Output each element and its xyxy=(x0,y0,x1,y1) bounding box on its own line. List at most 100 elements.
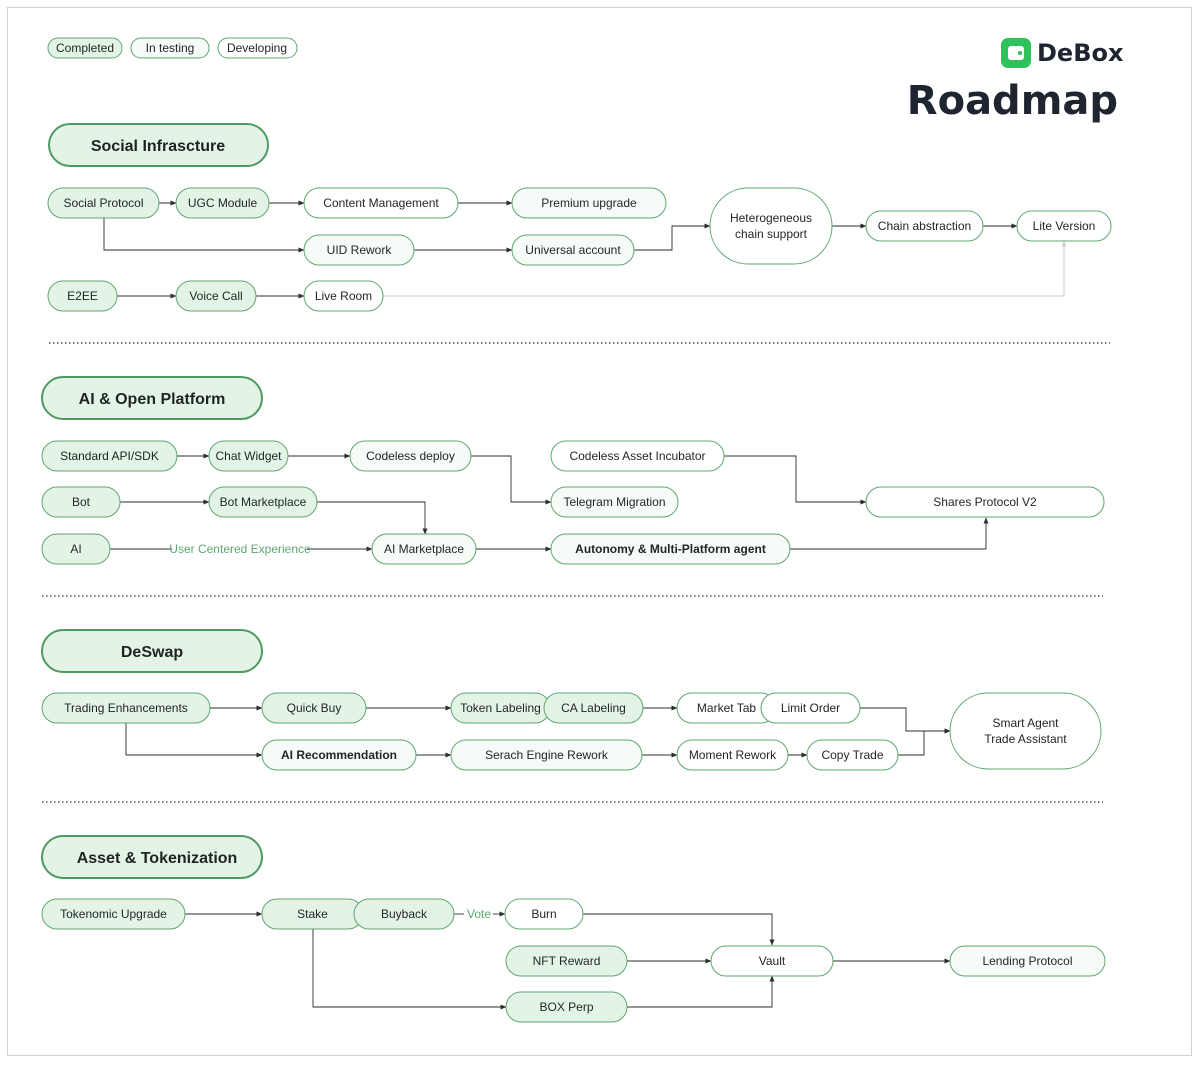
node-shape xyxy=(47,187,160,219)
node-label: Stake xyxy=(297,907,328,921)
node-label: Premium upgrade xyxy=(541,196,637,210)
node-shape xyxy=(550,486,679,518)
node-shape xyxy=(303,280,384,312)
node-label: Chain abstraction xyxy=(878,219,971,233)
node-moment-rework: Moment Rework xyxy=(676,739,789,771)
node-live-room: Live Room xyxy=(303,280,384,312)
roadmap-frame xyxy=(7,7,1192,1056)
section-header-ai: AI & Open Platform xyxy=(41,376,263,420)
node-shape xyxy=(261,739,417,771)
node-label: Copy Trade xyxy=(821,748,883,762)
node-label: Lending Protocol xyxy=(982,954,1072,968)
node-label: Codeless deploy xyxy=(366,449,455,463)
node-label: Universal account xyxy=(525,243,621,257)
node-label: Social Protocol xyxy=(63,196,143,210)
edges-deswap xyxy=(125,705,951,758)
node-label: AI Marketplace xyxy=(384,542,464,556)
node-shape xyxy=(806,739,899,771)
node-label: Burn xyxy=(531,907,556,921)
node-shape xyxy=(511,187,667,219)
node-ai-recommendation: AI Recommendation xyxy=(261,739,417,771)
node-shape xyxy=(303,234,415,266)
node-codeless-asset: Codeless Asset Incubator xyxy=(550,440,725,472)
node-lending: Lending Protocol xyxy=(949,945,1106,977)
node-label: Tokenomic Upgrade xyxy=(60,907,167,921)
wallet-icon-inner xyxy=(1008,46,1024,60)
node-label: Vault xyxy=(759,954,786,968)
node-ai-node: AI xyxy=(41,533,111,565)
node-box-perp: BOX Perp xyxy=(505,991,628,1023)
node-label: Content Management xyxy=(323,196,439,210)
node-market-tab: Market Tab xyxy=(676,692,777,724)
section-header-deswap: DeSwap xyxy=(41,629,263,673)
node-ugc-module: UGC Module xyxy=(175,187,270,219)
node-label: AI Recommendation xyxy=(281,748,397,762)
node-ai-marketplace: AI Marketplace xyxy=(371,533,477,565)
legend-developing-swatch xyxy=(217,37,298,59)
page-title: Roadmap xyxy=(907,78,1118,124)
node-shape xyxy=(303,187,459,219)
node-telegram-migration: Telegram Migration xyxy=(550,486,679,518)
wallet-icon-dot xyxy=(1018,51,1022,55)
node-label: Buyback xyxy=(381,907,428,921)
section-title: AI & Open Platform xyxy=(79,391,226,408)
node-shape xyxy=(353,898,455,930)
node-label: Serach Engine Rework xyxy=(485,748,609,762)
node-search-rework: Serach Engine Rework xyxy=(450,739,643,771)
node-shape xyxy=(208,440,289,472)
node-voice-call: Voice Call xyxy=(175,280,257,312)
node-premium-upgrade: Premium upgrade xyxy=(511,187,667,219)
node-shape xyxy=(543,692,644,724)
node-label: Market Tab xyxy=(697,701,756,715)
node-chat-widget: Chat Widget xyxy=(208,440,289,472)
node-label: Lite Version xyxy=(1033,219,1096,233)
brand-logo: DeBox xyxy=(1001,38,1124,68)
node-label: Voice Call xyxy=(189,289,242,303)
node-std-api: Standard API/SDK xyxy=(41,440,178,472)
node-shares-v2: Shares Protocol V2 xyxy=(865,486,1105,518)
node-shape xyxy=(949,692,1102,770)
node-shape xyxy=(41,533,111,565)
edges-ai: User Centered Experience xyxy=(110,453,989,556)
node-label: Trading Enhancements xyxy=(64,701,188,715)
node-label: Quick Buy xyxy=(287,701,342,715)
legend-testing-swatch xyxy=(130,37,210,59)
node-content-mgmt: Content Management xyxy=(303,187,459,219)
node-vault: Vault xyxy=(710,945,834,977)
node-label: Autonomy & Multi-Platform agent xyxy=(575,542,766,556)
node-e2ee: E2EE xyxy=(47,280,118,312)
nodes-layer: Social Protocol UGC Module Content Managem… xyxy=(41,187,1112,1023)
node-shape xyxy=(208,486,318,518)
node-label: Standard API/SDK xyxy=(60,449,159,463)
node-shape xyxy=(550,440,725,472)
node-trading-enh: Trading Enhancements xyxy=(41,692,211,724)
node-shape xyxy=(676,739,789,771)
node-shape xyxy=(1016,210,1112,242)
node-stake: Stake xyxy=(261,898,364,930)
node-label: Limit Order xyxy=(781,701,840,715)
edge-label-user-centered: User Centered Experience xyxy=(169,542,311,556)
node-social-protocol: Social Protocol xyxy=(47,187,160,219)
node-shape xyxy=(865,210,984,242)
node-token-labeling: Token Labeling xyxy=(450,692,551,724)
node-label: Bot xyxy=(72,495,91,509)
node-shape xyxy=(450,739,643,771)
node-uid-rework: UID Rework xyxy=(303,234,415,266)
brand-name: DeBox xyxy=(1037,39,1124,67)
node-shape xyxy=(505,945,628,977)
node-shape xyxy=(175,187,270,219)
node-label: Live Room xyxy=(315,289,372,303)
section-header-asset: Asset & Tokenization xyxy=(41,835,263,879)
node-shape xyxy=(949,945,1106,977)
section-title: DeSwap xyxy=(121,644,183,661)
edges-social xyxy=(103,200,1067,299)
node-shape xyxy=(261,692,367,724)
node-nft-reward: NFT Reward xyxy=(505,945,628,977)
node-shape xyxy=(41,486,121,518)
node-label: UID Rework xyxy=(327,243,393,257)
node-autonomy-agent: Autonomy & Multi-Platform agent xyxy=(550,533,791,565)
legend-testing-label: In testing xyxy=(146,41,195,55)
